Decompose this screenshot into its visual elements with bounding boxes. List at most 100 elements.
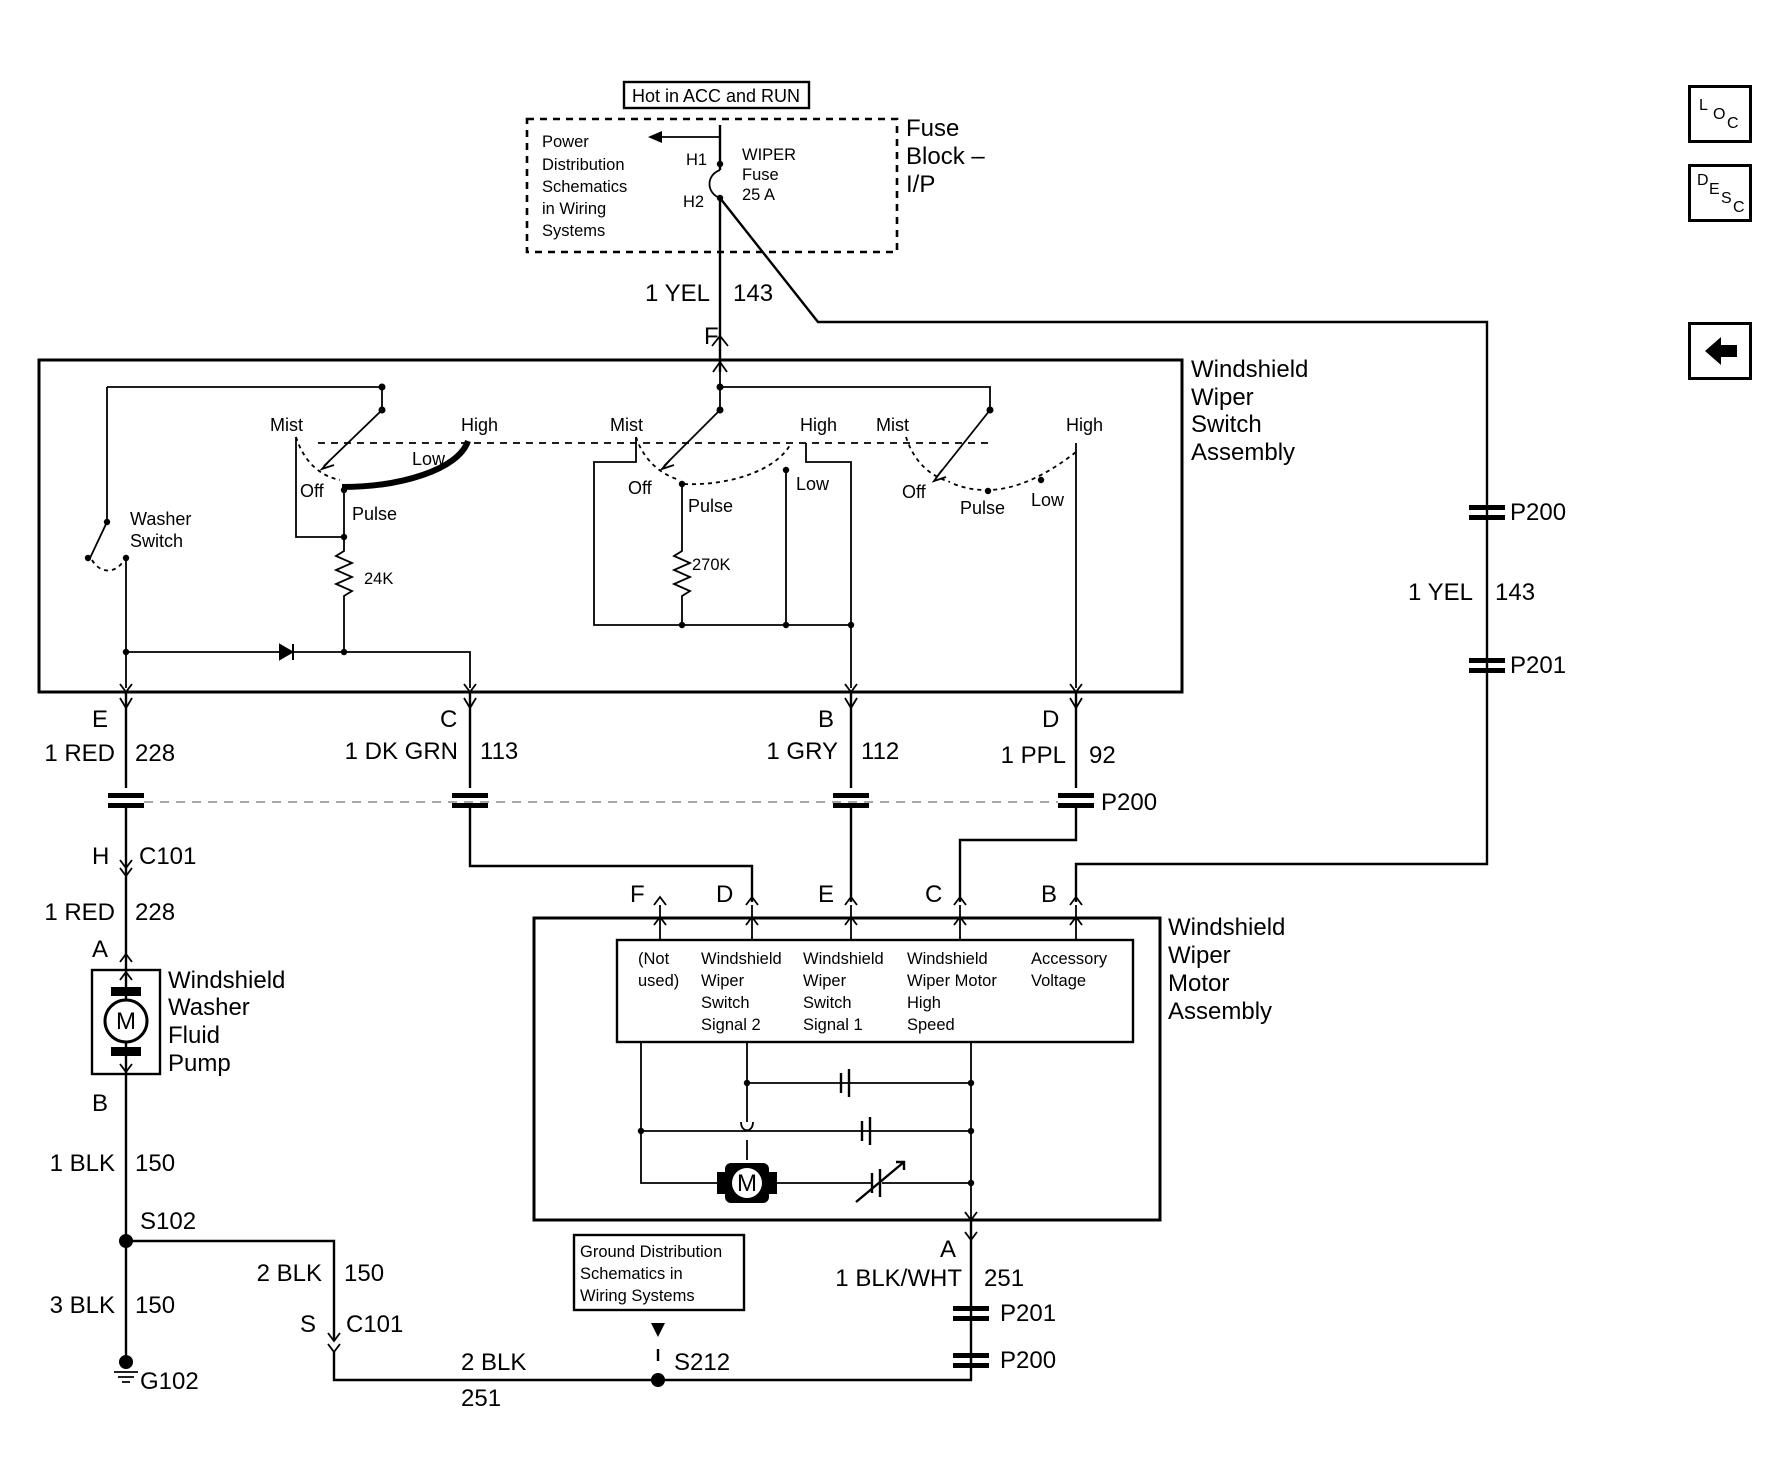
svg-text:150: 150 <box>135 1150 175 1177</box>
location-button[interactable]: L O C <box>1688 85 1752 143</box>
svg-text:C101: C101 <box>346 1311 403 1338</box>
svg-text:F: F <box>630 881 645 908</box>
ground-distribution-label: Ground Distribution Schematics in Wiring… <box>580 1243 727 1305</box>
pin-f-chevron <box>711 334 729 347</box>
washer-switch-label: Washer Switch <box>130 509 196 551</box>
continuous-low-high-contact <box>341 439 471 490</box>
svg-text:M: M <box>737 1170 757 1197</box>
svg-text:150: 150 <box>344 1260 384 1287</box>
svg-text:Off: Off <box>902 482 927 502</box>
motor-assembly: Windshield Wiper Motor Assembly F D E C … <box>532 881 1285 1374</box>
left-arrow-icon <box>1705 337 1737 365</box>
svg-text:E: E <box>92 706 108 733</box>
pin-b-gauge: 1 GRY <box>766 738 838 765</box>
fuse-terminal-h2-label: H2 <box>683 193 704 211</box>
fuse-name: WIPER Fuse 25 A <box>742 146 801 204</box>
switch-section-2: Mist High Low Off Pulse 270K <box>593 409 855 688</box>
washer-pump-branch: H C101 1 RED 228 A M Windshield Washer F… <box>44 843 285 1117</box>
capacitor-2 <box>860 1117 872 1145</box>
svg-text:A: A <box>92 936 108 963</box>
svg-text:2 BLK: 2 BLK <box>257 1260 322 1287</box>
svg-text:1 BLK/WHT: 1 BLK/WHT <box>835 1265 962 1292</box>
svg-text:Mist: Mist <box>610 415 643 435</box>
p201-connector-right: P201 <box>1469 652 1566 679</box>
diode <box>279 643 294 661</box>
resistor-24k <box>333 537 355 652</box>
svg-text:G102: G102 <box>140 1368 199 1395</box>
pin-c-circuit: 113 <box>480 738 518 765</box>
svg-text:B: B <box>92 1090 108 1117</box>
power-distribution-label: Power Distribution Schematics in Wiring … <box>542 133 632 240</box>
svg-text:B: B <box>1041 881 1057 908</box>
power-arrow-head <box>648 131 662 143</box>
svg-text:3 BLK: 3 BLK <box>50 1292 115 1319</box>
motor-function-box <box>615 938 1135 1044</box>
switch-section-1: Mist High Low Off Pulse 24K <box>270 409 498 652</box>
fuse-terminal-h1 <box>716 160 724 168</box>
hot-label: Hot in ACC and RUN <box>632 86 800 106</box>
washer-pump-motor <box>103 998 149 1044</box>
ground-symbol <box>114 1371 138 1383</box>
svg-text:Mist: Mist <box>876 415 909 435</box>
loc-letter-c: C <box>1727 115 1739 132</box>
svg-text:H: H <box>92 843 109 870</box>
pin-e-circuit: 228 <box>135 740 175 767</box>
function-accessory: Accessory Voltage <box>1031 950 1112 990</box>
p200-connector-right: P200 <box>1469 499 1566 526</box>
svg-text:High: High <box>461 415 498 435</box>
loc-letter-o: O <box>1713 106 1726 123</box>
svg-text:P200: P200 <box>1101 789 1157 816</box>
svg-text:251: 251 <box>984 1265 1024 1292</box>
svg-text:C: C <box>925 881 942 908</box>
top-wire-circuit: 143 <box>733 280 773 307</box>
pin-d-gauge: 1 PPL <box>1001 742 1066 769</box>
power-section: Hot in ACC and RUN Power Distribution Sc… <box>525 80 985 372</box>
svg-text:Pulse: Pulse <box>352 504 397 524</box>
svg-text:B: B <box>818 706 834 733</box>
svg-text:P201: P201 <box>1510 652 1566 679</box>
svg-text:Pulse: Pulse <box>960 498 1005 518</box>
desc-letter-e: E <box>1709 181 1720 198</box>
fuse-block-outline <box>525 117 899 254</box>
svg-text:270K: 270K <box>692 556 731 574</box>
svg-text:Low: Low <box>412 449 446 469</box>
pin-b-circuit: 112 <box>861 738 899 765</box>
svg-text:A: A <box>940 1236 956 1263</box>
desc-letter-d: D <box>1697 172 1709 189</box>
fuse-element <box>708 169 721 199</box>
back-button[interactable] <box>1688 322 1752 380</box>
svg-text:2 BLK: 2 BLK <box>461 1349 526 1376</box>
switch-section-3: Mist High Low Off Pulse <box>876 409 1103 688</box>
right-feed-gauge: 1 YEL <box>1408 579 1473 606</box>
svg-text:M: M <box>116 1008 136 1035</box>
motor-assembly-box <box>532 916 1162 1222</box>
ground-section: 1 BLK 150 S102 2 BLK 150 3 BLK 150 G102 … <box>50 1098 973 1412</box>
svg-text:S: S <box>300 1311 316 1338</box>
ground-g102 <box>119 1355 133 1369</box>
feed-wire <box>719 197 1489 902</box>
pin-d-circuit: 92 <box>1089 742 1116 769</box>
variable-capacitor <box>855 1160 906 1203</box>
svg-text:Pulse: Pulse <box>688 496 733 516</box>
hot-label-box <box>622 80 811 110</box>
switch-assembly-title: Windshield Wiper Switch Assembly <box>1191 356 1315 466</box>
function-not-used: (Not used) <box>638 950 679 990</box>
switch-assembly-box <box>37 358 1184 694</box>
svg-text:1 RED: 1 RED <box>44 899 115 926</box>
svg-text:Low: Low <box>1031 490 1065 510</box>
switch-output-pins: E C B D 1 RED 228 1 DK GRN 113 1 GRY 112… <box>44 683 1157 952</box>
switch-feed-bus <box>107 372 991 410</box>
top-wire-gauge: 1 YEL <box>645 280 710 307</box>
fuse-terminal-h1-label: H1 <box>686 151 707 169</box>
splice-s212 <box>651 1373 665 1387</box>
svg-text:S212: S212 <box>674 1349 730 1376</box>
svg-text:S102: S102 <box>140 1208 196 1235</box>
desc-letter-c: C <box>1733 199 1745 216</box>
function-high-speed: Windshield Wiper Motor High Speed <box>907 950 1001 1034</box>
description-button[interactable]: D E S C <box>1688 164 1752 222</box>
top-wire-pin: F <box>704 323 719 350</box>
svg-text:P200: P200 <box>1510 499 1566 526</box>
svg-text:Mist: Mist <box>270 415 303 435</box>
svg-text:24K: 24K <box>364 570 393 588</box>
